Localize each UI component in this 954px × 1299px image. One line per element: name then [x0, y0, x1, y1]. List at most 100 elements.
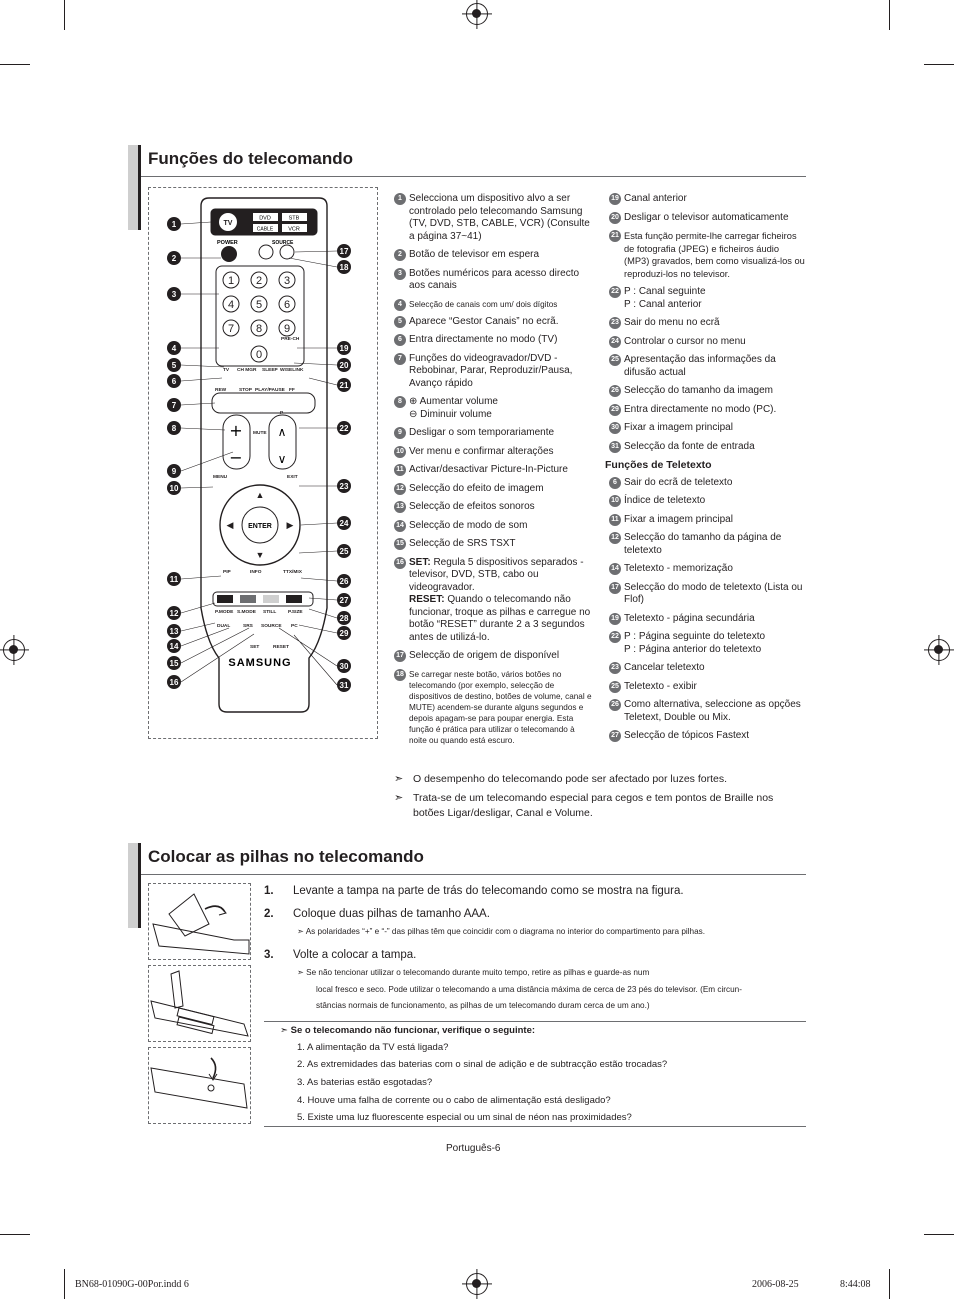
wiselink-label: WISELINK: [280, 367, 304, 373]
item-text: Selecção do tamanho da imagem: [624, 385, 773, 396]
set-label: SET: [250, 644, 259, 650]
p-label: P: [280, 410, 284, 416]
item-text: Como alternativa, seleccione as opções T…: [624, 699, 801, 723]
item-text: Desligar o televisor automaticamente: [624, 211, 789, 223]
tv-button-label: TV: [224, 220, 233, 227]
plus-icon: ⊕: [409, 396, 420, 407]
item-number: 20: [609, 211, 621, 224]
rew-label: REW: [215, 387, 227, 393]
dvd-button-label: DVD: [259, 216, 271, 222]
item-number: 27: [609, 730, 621, 742]
item-text: Botão de televisor em espera: [409, 249, 540, 260]
item-number: 1: [394, 193, 406, 205]
item-number: 30: [609, 422, 621, 434]
item-number: 13: [394, 501, 406, 513]
digit-1: 1: [228, 275, 234, 287]
minus-icon: ⊖: [409, 408, 421, 420]
pip-label: PIP: [223, 569, 232, 575]
item-text: Selecção de SRS TSXT: [409, 538, 516, 549]
remote-cover-close-image: [150, 1057, 248, 1109]
troubleshooting-box: ➣ Se o telecomando não funcionar, verifi…: [264, 1021, 806, 1127]
power-icon: [221, 246, 237, 262]
enter-label: ENTER: [248, 523, 272, 530]
item-text: Selecciona um dispositivo alvo a ser con…: [409, 193, 590, 242]
callout-22: 22: [340, 424, 349, 433]
callout-23: 23: [340, 482, 349, 491]
item-text: Funções do videogravador/DVD - Rebobinar…: [409, 352, 573, 389]
item-number: 24: [609, 335, 621, 348]
callout-4: 4: [172, 344, 177, 353]
callout-11: 11: [170, 575, 179, 584]
item-number: 6: [394, 334, 406, 346]
digit-9: 9: [284, 323, 290, 335]
callout-31: 31: [340, 681, 349, 690]
remote-back-open-image: [152, 893, 250, 955]
callout-25: 25: [340, 547, 349, 556]
note-text: O desempenho do telecomando pode ser afe…: [413, 773, 728, 785]
arrow-down-icon: ▼: [256, 550, 265, 560]
item-number: 11: [609, 513, 621, 526]
crop-mark: [0, 1234, 30, 1235]
item-text: Canal anterior: [624, 193, 687, 204]
footer-time: 8:44:08: [840, 1279, 871, 1290]
item-number: 18: [394, 668, 406, 681]
callout-7: 7: [172, 401, 177, 410]
source-label: SOURCE: [272, 240, 294, 246]
p-size-label: P.SIZE: [288, 609, 303, 615]
pc-label: PC: [291, 623, 298, 629]
step-3-note: local fresco e seco. Pode utilizar o tel…: [316, 982, 742, 998]
item-text: Botões numéricos para acesso directo aos…: [409, 267, 580, 292]
callout-16: 16: [170, 678, 179, 687]
callout-30: 30: [340, 662, 349, 671]
item-number: 10: [394, 445, 406, 458]
item-text: Aumentar volume: [419, 396, 498, 407]
item-text: Selecção do tamanho da página de teletex…: [624, 532, 782, 556]
note-arrow-icon: ➣: [297, 927, 306, 936]
list-item: 3. As baterias estão esgotadas?: [297, 1077, 433, 1088]
list-item: 1. A alimentação da TV está ligada?: [297, 1042, 449, 1053]
section-heading: Colocar as pilhas no telecomando: [148, 847, 424, 866]
item-text: Quando o telecomando não funcionar, troq…: [409, 594, 591, 643]
callout-27: 27: [340, 596, 349, 605]
item-number: 29: [609, 403, 621, 416]
note-arrow-icon: ➣: [280, 1025, 291, 1036]
item-text: Desligar o som temporariamente: [409, 427, 555, 438]
blue-key: [286, 595, 302, 603]
digit-0: 0: [256, 349, 262, 361]
set-keyword: SET:: [409, 556, 431, 568]
callout-14: 14: [170, 642, 179, 651]
callout-5: 5: [172, 361, 177, 370]
item-text: Fixar a imagem principal: [624, 422, 733, 433]
list-item: 5. Existe uma luz fluorescente especial …: [297, 1112, 632, 1123]
item-number: 26: [609, 699, 621, 711]
p-mode-label: P.MODE: [215, 609, 234, 615]
volume-up-icon: +: [229, 421, 242, 440]
item-text: Teletexto - exibir: [624, 680, 697, 692]
item-number: 17: [609, 581, 621, 594]
item-text: Aparece “Gestor Canais” no ecrã.: [409, 315, 559, 327]
exit-label: EXIT: [287, 474, 298, 480]
item-number: 14: [394, 519, 406, 532]
crop-mark: [64, 1269, 65, 1299]
battery-figure-3: [148, 1047, 251, 1124]
light-icon: [258, 244, 274, 260]
item-number: 15: [394, 538, 406, 550]
item-text: Controlar o cursor no menu: [624, 335, 746, 347]
